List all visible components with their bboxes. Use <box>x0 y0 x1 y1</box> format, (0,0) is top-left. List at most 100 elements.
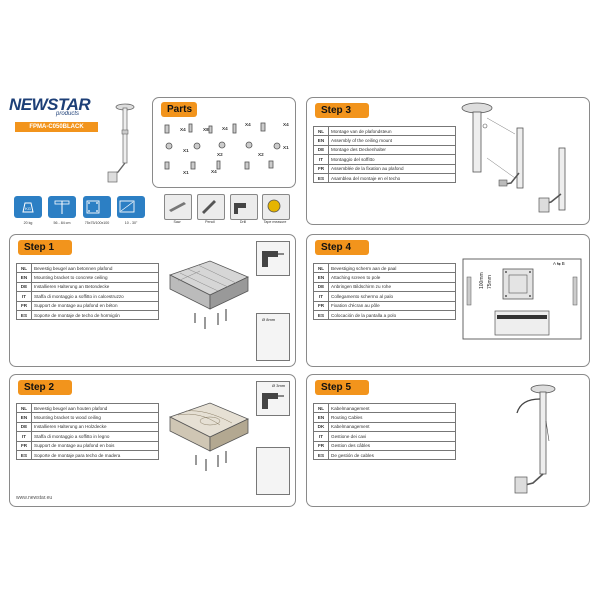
lang-code: ES <box>313 309 329 321</box>
parts-qty: X1 <box>183 148 189 153</box>
weight-icon <box>14 196 42 218</box>
instruction-text: Installieren Halterung an Betondecke <box>31 281 159 293</box>
step-3-illustration <box>461 102 566 213</box>
instruction-text: Fixation d'écran au pôle <box>328 300 456 311</box>
step-5-illustration <box>514 384 556 494</box>
instruction-text: Mounting bracket to concrete ceiling <box>31 272 159 283</box>
lang-code: ES <box>16 449 32 461</box>
drill-size-label: Ø 3mm <box>272 383 286 388</box>
instruction-text: Installieren Halterung an Holzdecke <box>31 421 159 433</box>
instruction-text: Assemblée de la fixation au plafond <box>328 163 456 174</box>
drill-icon <box>262 393 284 409</box>
lang-code: FR <box>16 300 32 311</box>
instruction-text: Support de montage au plafond en béton <box>31 300 159 311</box>
lang-code: EN <box>16 412 32 423</box>
brand-subtitle: products <box>56 111 80 117</box>
lang-code: IT <box>313 431 329 442</box>
lang-code: FR <box>313 163 329 174</box>
vesa-100-label: 100mm <box>479 272 485 289</box>
side-marker: A ⇆ B <box>553 261 565 266</box>
lang-code: NL <box>313 125 329 137</box>
instruction-text: Gestione dei cavi <box>328 431 456 442</box>
instruction-text: Collegamento schermo al palo <box>328 291 456 302</box>
instruction-text: Colocación de la pantalla a polo <box>328 309 456 321</box>
lang-code: NL <box>313 402 329 414</box>
brand-logo: NEWSTAR <box>9 95 91 114</box>
lang-code: DE <box>313 144 329 156</box>
lang-code: DE <box>313 281 329 293</box>
step-4-title: Step 4 <box>315 240 369 255</box>
vesa-75-label: 75mm <box>487 275 493 289</box>
step-5-title: Step 5 <box>315 380 369 395</box>
product-illustration <box>107 103 135 183</box>
vesa-icon <box>83 196 111 218</box>
instruction-text: Soporte de montaje para techo de madera <box>31 449 159 461</box>
tool-label-pencil: Pencil <box>205 220 215 224</box>
parts-qty: X4 <box>180 127 186 132</box>
instruction-text: Montaggio del soffitto <box>328 154 456 165</box>
lang-code: FR <box>313 440 329 451</box>
lang-code: FR <box>313 300 329 311</box>
instruction-text: Mounting bracket to wood ceiling <box>31 412 159 423</box>
parts-qty: X1 <box>283 145 289 150</box>
lang-code: FR <box>16 440 32 451</box>
parts-panel: Parts <box>152 97 296 188</box>
instruction-text: Anbringen Bildschirm zu rohe <box>328 281 456 293</box>
spec-icon-glyphs: KG <box>22 200 135 214</box>
step-4-illustration <box>462 258 582 340</box>
lang-code: DK <box>313 421 329 433</box>
anchor-inset <box>256 313 290 361</box>
instruction-text: Kabelmanagement <box>328 402 456 414</box>
instruction-text: Montage des Deckenhalter <box>328 144 456 156</box>
drill-icon <box>262 251 284 267</box>
lang-code: IT <box>16 431 32 442</box>
lang-code: ES <box>16 309 32 321</box>
parts-qty: X4 <box>245 122 251 127</box>
parts-title: Parts <box>161 102 197 117</box>
lang-code: NL <box>16 262 32 274</box>
drill-size-label: Ø 8mm <box>262 317 276 322</box>
parts-qty: X1 <box>183 170 189 175</box>
screw-inset <box>256 447 290 495</box>
spec-label-height: 56 - 84 cm <box>53 221 71 225</box>
instruction-text: Soporte de montaje de techo de hormigón <box>31 309 159 321</box>
parts-qty: X4 <box>283 122 289 127</box>
parts-qty: X4 <box>211 169 217 174</box>
instruction-text: Support de montage au plafond en bois <box>31 440 159 451</box>
spec-label-screen-size: 10 - 30" <box>124 221 138 225</box>
lang-code: IT <box>16 291 32 302</box>
step-1-title: Step 1 <box>18 240 72 255</box>
lang-code: IT <box>313 291 329 302</box>
lang-code: ES <box>313 449 329 461</box>
tool-label-saw: Saw <box>173 220 181 224</box>
lang-code: NL <box>313 262 329 274</box>
pencil-icon <box>197 194 225 220</box>
instruction-text: Montage van de plafondsteun <box>328 125 456 137</box>
footer-url[interactable]: www.newstar.eu <box>16 495 53 501</box>
spec-label-vesa: 75x75/100x100 <box>84 221 110 225</box>
instruction-text: Bevestiging scherm aan de paal <box>328 262 456 274</box>
drill-inset <box>256 241 290 276</box>
step-2-title: Step 2 <box>18 380 72 395</box>
parts-qty: X4 <box>222 126 228 131</box>
tool-icon-glyphs <box>169 199 281 214</box>
tool-label-drill: Drill <box>239 220 247 224</box>
screen-size-icon <box>117 196 145 218</box>
instruction-text: Staffa di montaggio a soffitto in legno <box>31 431 159 442</box>
lang-code: IT <box>313 154 329 165</box>
lang-code: EN <box>313 412 329 423</box>
instruction-text: Routing Cables <box>328 412 456 423</box>
instruction-text: Assembly of the ceiling mount <box>328 135 456 146</box>
tool-label-tape-measure: Tape measure <box>263 220 287 224</box>
